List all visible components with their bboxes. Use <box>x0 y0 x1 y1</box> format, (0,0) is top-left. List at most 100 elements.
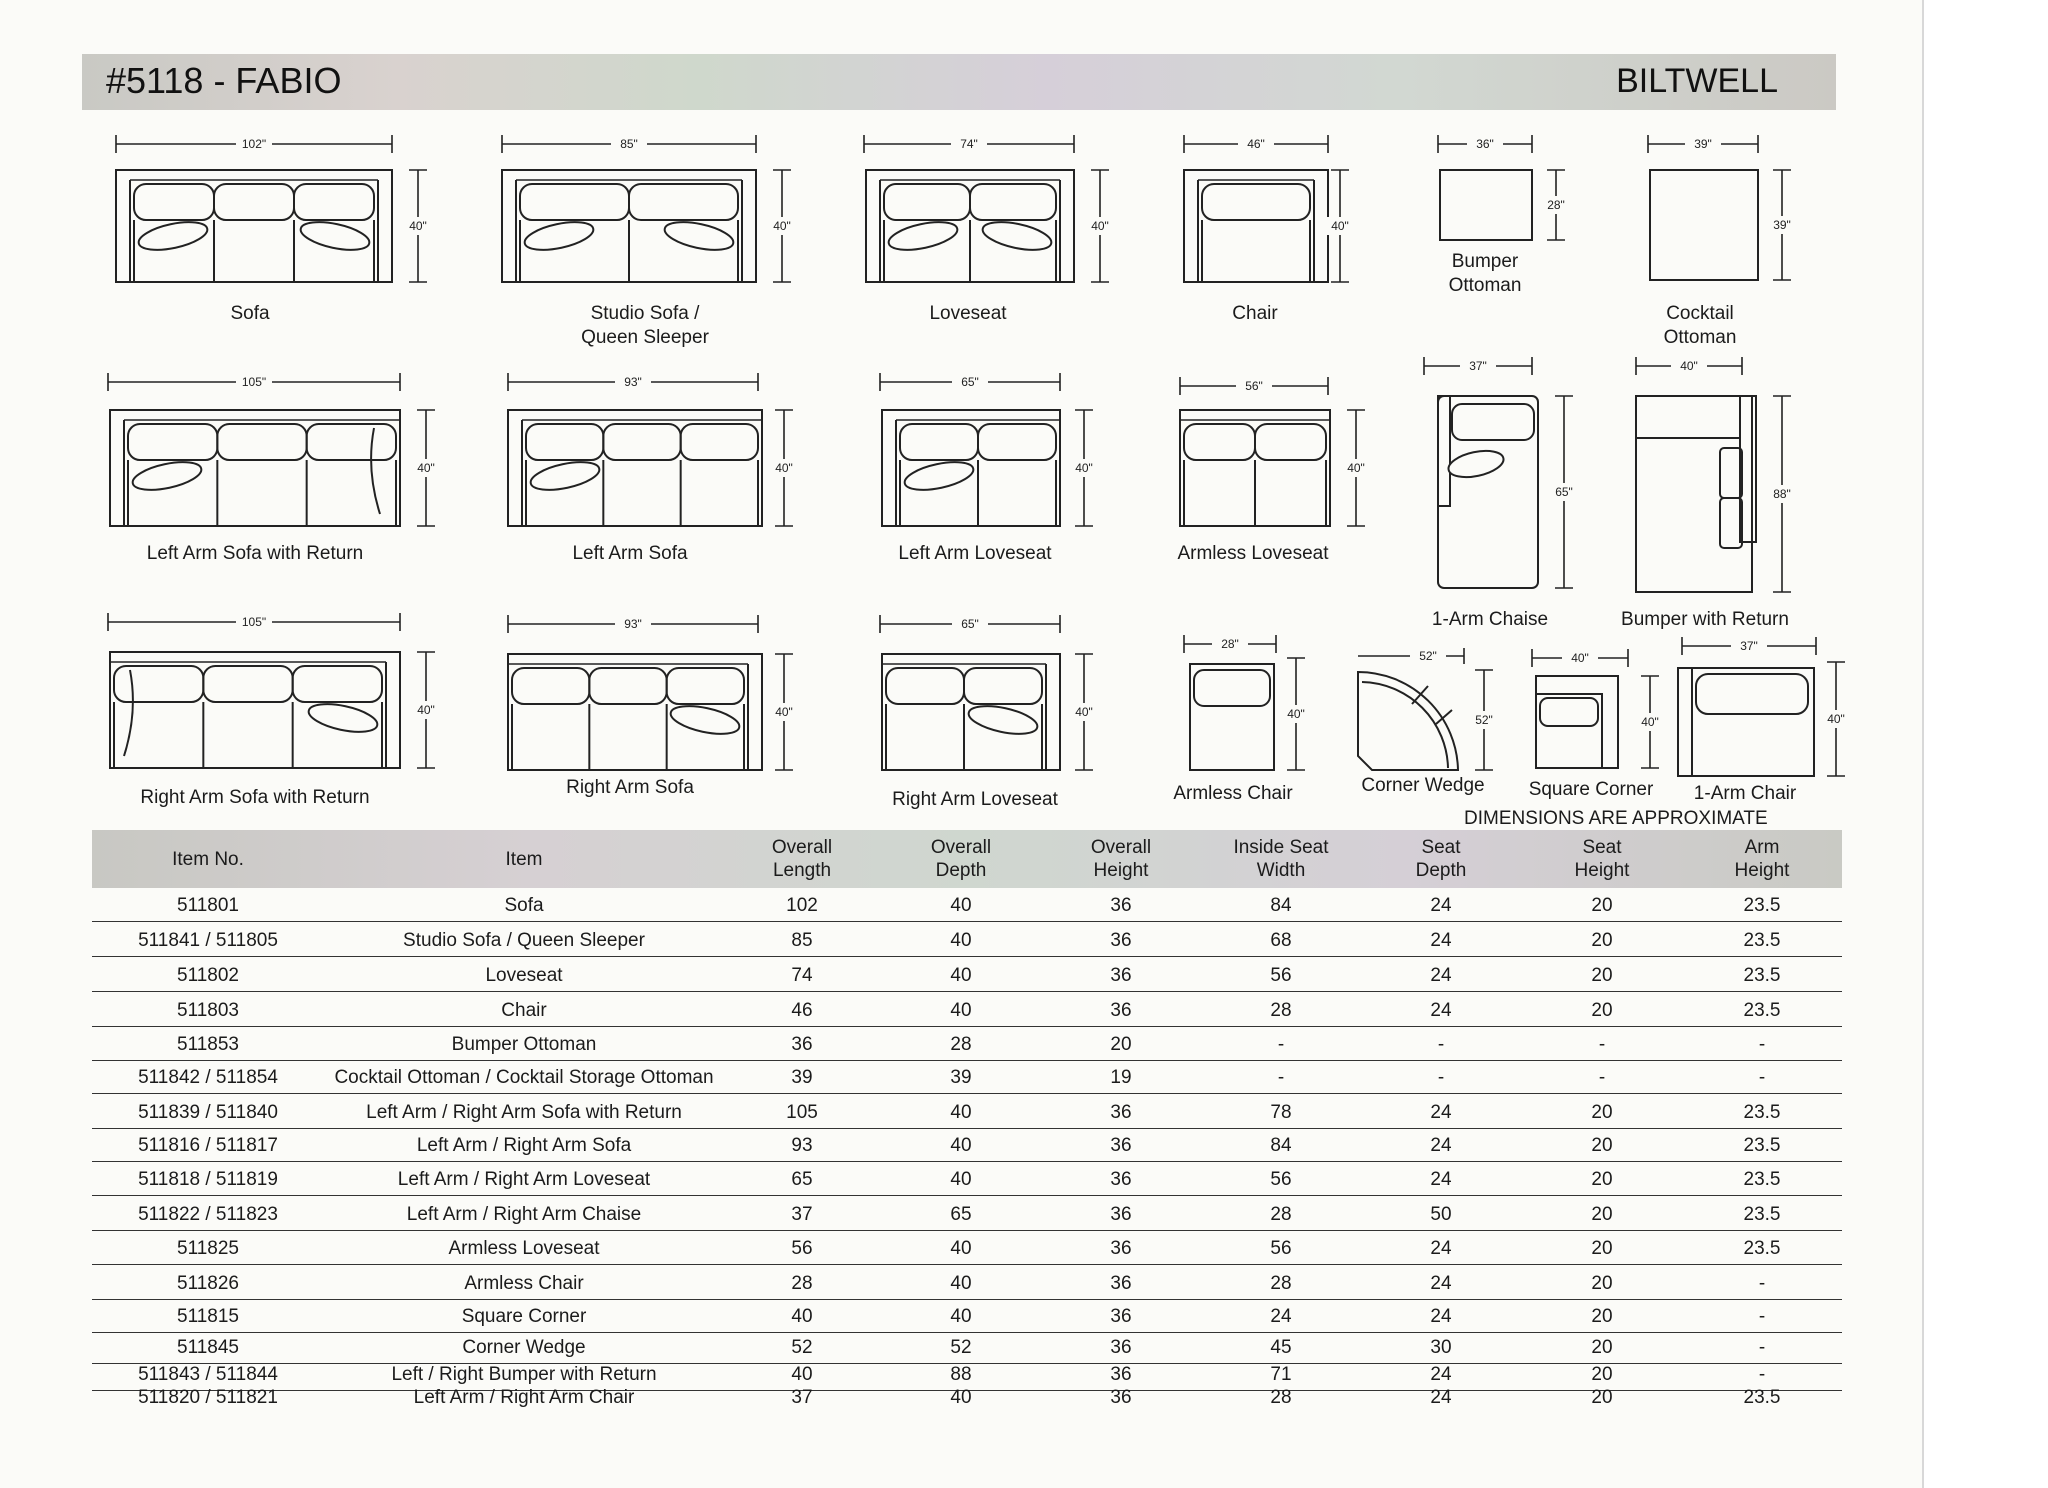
diagram-bumper-with-return-label: Bumper with Return <box>1621 609 1789 630</box>
table-cell: 20 <box>1591 1387 1613 1408</box>
dimension-label: 37" <box>1740 639 1758 653</box>
dimensions-note: DIMENSIONS ARE APPROXIMATE <box>1464 808 1768 829</box>
dimension-label: 85" <box>620 137 638 151</box>
dimension-label: 40" <box>417 461 435 475</box>
table-cell: 24 <box>1430 1306 1452 1327</box>
table-cell: 36 <box>1110 1000 1132 1021</box>
table-cell: 102 <box>786 895 818 916</box>
table-cell: 40 <box>950 1000 972 1021</box>
table-cell: 93 <box>791 1135 813 1156</box>
table-cell: 511842 / 511854 <box>138 1067 278 1088</box>
table-cell: 511822 / 511823 <box>138 1204 278 1225</box>
dimension-label: 105" <box>242 375 266 389</box>
table-cell: 23.5 <box>1743 1169 1781 1190</box>
table-cell: 20 <box>1591 930 1613 951</box>
table-cell: 40 <box>950 1169 972 1190</box>
table-cell: 20 <box>1591 1306 1613 1327</box>
table-cell: 24 <box>1430 1169 1452 1190</box>
table-cell: Left Arm / Right Arm Sofa <box>416 1135 632 1156</box>
dimension-label: 65" <box>1555 485 1573 499</box>
table-cell: 46 <box>791 1000 813 1021</box>
table-cell: 71 <box>1270 1364 1292 1385</box>
diagram-one-arm-chaise-label: 1-Arm Chaise <box>1431 609 1549 630</box>
table-cell: 24 <box>1430 1238 1452 1259</box>
diagram-right-arm-sofa-label: Right Arm Sofa <box>566 777 694 798</box>
table-cell: 40 <box>950 930 972 951</box>
table-cell: 19 <box>1110 1067 1132 1088</box>
table-cell: 511845 <box>177 1337 239 1358</box>
table-cell: 23.5 <box>1743 965 1781 986</box>
diagram-left-arm-sofa-return-label: Left Arm Sofa with Return <box>146 543 364 564</box>
table-cell: 40 <box>791 1364 813 1385</box>
table-cell: 36 <box>1110 1273 1132 1294</box>
table-cell: 56 <box>1270 1238 1292 1259</box>
table-cell: 52 <box>950 1337 972 1358</box>
dimension-label: 40" <box>1075 461 1093 475</box>
dimension-label: 36" <box>1476 137 1494 151</box>
table-cell: 36 <box>1110 930 1132 951</box>
table-cell: Left Arm / Right Arm Sofa with Return <box>366 1102 682 1123</box>
table-cell: 20 <box>1591 1273 1613 1294</box>
dimension-label: 40" <box>409 219 427 233</box>
table-cell: 24 <box>1430 1387 1452 1408</box>
dimension-label: 37" <box>1469 359 1487 373</box>
table-cell: - <box>1758 1067 1766 1088</box>
dimension-label: 52" <box>1475 713 1493 727</box>
dimension-label: 40" <box>1075 705 1093 719</box>
table-cell: 56 <box>791 1238 813 1259</box>
table-cell: 511820 / 511821 <box>138 1387 278 1408</box>
table-cell: 20 <box>1591 1102 1613 1123</box>
table-cell: 36 <box>1110 1204 1132 1225</box>
dimension-label: 40" <box>775 461 793 475</box>
page-title: #5118 - FABIO <box>106 60 342 101</box>
table-cell: 28 <box>1270 1387 1292 1408</box>
dimension-label: 40" <box>773 219 791 233</box>
table-cell: 24 <box>1270 1306 1292 1327</box>
table-cell: 40 <box>950 1306 972 1327</box>
table-cell: 39 <box>791 1067 813 1088</box>
table-cell: 511815 <box>177 1306 239 1327</box>
table-cell: 85 <box>791 930 813 951</box>
header-bar: #5118 - FABIO BILTWELL <box>82 54 1836 110</box>
table-cell: 36 <box>1110 1169 1132 1190</box>
diagram-loveseat-label: Loveseat <box>929 303 1007 324</box>
dimension-label: 39" <box>1773 218 1791 232</box>
table-cell: Armless Chair <box>464 1273 584 1294</box>
dimension-label: 93" <box>624 617 642 631</box>
dimension-label: 28" <box>1547 198 1565 212</box>
table-cell: - <box>1758 1364 1766 1385</box>
table-cell: 40 <box>950 1102 972 1123</box>
table-cell: 23.5 <box>1743 1387 1781 1408</box>
table-cell: 511841 / 511805 <box>138 930 278 951</box>
table-cell: 40 <box>950 895 972 916</box>
table-cell: 40 <box>950 1238 972 1259</box>
table-cell: 65 <box>791 1169 813 1190</box>
table-cell: 20 <box>1591 1364 1613 1385</box>
table-cell: 36 <box>1110 895 1132 916</box>
table-cell: 24 <box>1430 1102 1452 1123</box>
table-cell: 24 <box>1430 930 1452 951</box>
diagram-left-arm-sofa-label: Left Arm Sofa <box>572 543 688 564</box>
table-cell: 36 <box>1110 1387 1132 1408</box>
table-cell: 40 <box>950 1273 972 1294</box>
dimension-label: 40" <box>775 705 793 719</box>
table-cell: 37 <box>791 1204 813 1225</box>
column-header: Item No. <box>172 849 244 870</box>
table-cell: 20 <box>1591 1337 1613 1358</box>
table-cell: 511802 <box>177 965 239 986</box>
diagram-right-arm-loveseat-label: Right Arm Loveseat <box>892 789 1058 810</box>
table-cell: 23.5 <box>1743 895 1781 916</box>
table-cell: 84 <box>1270 1135 1292 1156</box>
table-cell: 65 <box>950 1204 972 1225</box>
dimension-label: 40" <box>1571 651 1589 665</box>
